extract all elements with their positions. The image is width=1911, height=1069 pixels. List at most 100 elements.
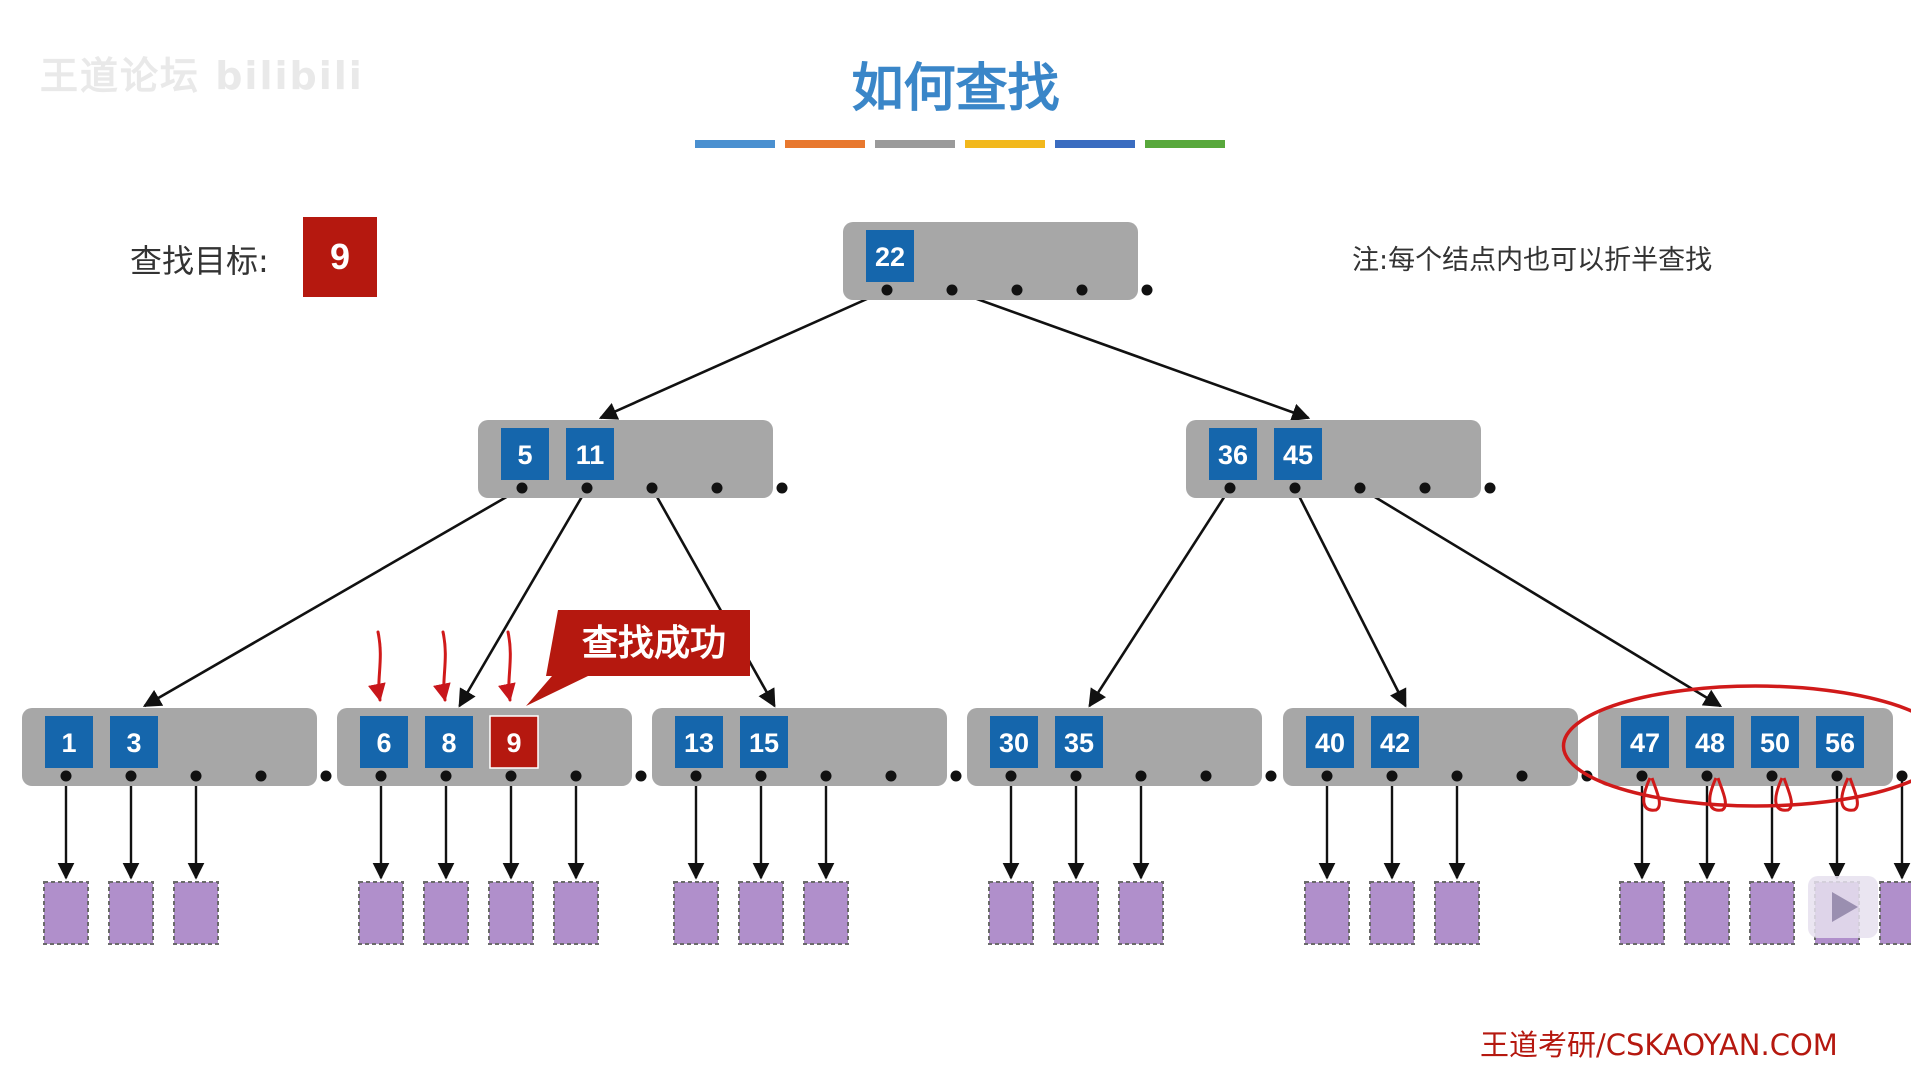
key-label: 6 [376, 728, 391, 758]
key-label: 30 [999, 728, 1029, 758]
key-box [1055, 716, 1103, 768]
external-leaf [1053, 881, 1099, 945]
external-leaf [673, 881, 719, 945]
key-label: 35 [1064, 728, 1094, 758]
key-box [1816, 716, 1864, 768]
pointer-dot [1636, 770, 1648, 782]
external-leaf [488, 881, 534, 945]
pointer-dot [1484, 482, 1496, 494]
pointer-dot [1224, 482, 1236, 494]
pointer-dot [1289, 482, 1301, 494]
external-leaf [358, 881, 404, 945]
page-title: 如何查找 [851, 59, 1060, 119]
key-label: 50 [1760, 728, 1790, 758]
key-label: 40 [1315, 728, 1345, 758]
tree-edge [458, 487, 589, 708]
key-box [866, 230, 914, 282]
red-circle-mark [1561, 684, 1911, 808]
node-box [967, 708, 1262, 786]
key-box [740, 716, 788, 768]
key-label: 1 [61, 728, 76, 758]
key-label: 22 [875, 242, 905, 272]
node-box [478, 420, 773, 498]
tree-edge [142, 486, 523, 708]
pointer-dot [1516, 770, 1528, 782]
red-scribble-mark [1774, 777, 1793, 812]
pointer-dot [1011, 284, 1023, 296]
node-box [337, 708, 632, 786]
pointer-dot [375, 770, 387, 782]
pointer-dot [1141, 284, 1153, 296]
search-target-label: 查找目标: [130, 242, 269, 280]
key-box [1274, 428, 1322, 480]
external-leaf [988, 881, 1034, 945]
pointer-dot [60, 770, 72, 782]
external-leaf [173, 881, 219, 945]
key-box [425, 716, 473, 768]
pointer-dot [1831, 770, 1843, 782]
key-box [1209, 428, 1257, 480]
key-label: 5 [517, 440, 532, 470]
external-leaf [1118, 881, 1164, 945]
title-underline-segment [1145, 140, 1225, 148]
tree-edge [1293, 487, 1407, 708]
title-underline-segment [785, 140, 865, 148]
pointer-dot [581, 482, 593, 494]
pointer-dot [711, 482, 723, 494]
pointer-dot [1265, 770, 1277, 782]
tree-edge [650, 487, 776, 708]
key-label: 48 [1695, 728, 1725, 758]
pointer-dot [885, 770, 897, 782]
pointer-dot [1135, 770, 1147, 782]
pointer-dot [776, 482, 788, 494]
key-label: 13 [684, 728, 714, 758]
pointer-dot [950, 770, 962, 782]
pointer-dot [516, 482, 528, 494]
callout-bubble [526, 610, 750, 706]
key-label: 42 [1380, 728, 1410, 758]
key-label: 3 [126, 728, 141, 758]
key-label: 47 [1630, 728, 1660, 758]
key-box [1371, 716, 1419, 768]
external-leaf [1304, 881, 1350, 945]
pointer-dot [1766, 770, 1778, 782]
pointer-dot [755, 770, 767, 782]
red-arrow-mark [498, 630, 516, 702]
node-box [22, 708, 317, 786]
pointer-dot [255, 770, 267, 782]
key-label: 8 [441, 728, 456, 758]
pointer-dot [1005, 770, 1017, 782]
pointer-dot [690, 770, 702, 782]
external-leaf [1879, 881, 1911, 945]
node-box [1283, 708, 1578, 786]
red-arrow-mark [368, 630, 386, 702]
external-leaf [1619, 881, 1665, 945]
key-label: 36 [1218, 440, 1248, 470]
pointer-dot [646, 482, 658, 494]
pointer-dot [1076, 284, 1088, 296]
watermark: 王道论坛 bilibili [40, 54, 364, 98]
external-leaf [108, 881, 154, 945]
red-scribble-mark [1708, 777, 1727, 812]
tree-edge [598, 288, 888, 420]
node-root: 22 [843, 222, 1153, 300]
external-leaf [1434, 881, 1480, 945]
external-leaf [738, 881, 784, 945]
node-30-35: 30 35 [967, 708, 1277, 786]
red-scribble-mark [1840, 777, 1859, 812]
node-box [652, 708, 947, 786]
callout-text: 查找成功 [582, 623, 726, 664]
key-box [501, 428, 549, 480]
title-underline-segment [1055, 140, 1135, 148]
tree-edge [1088, 487, 1232, 708]
key-box-found [489, 715, 539, 769]
key-box [110, 716, 158, 768]
key-box [45, 716, 93, 768]
pointer-dot [820, 770, 832, 782]
